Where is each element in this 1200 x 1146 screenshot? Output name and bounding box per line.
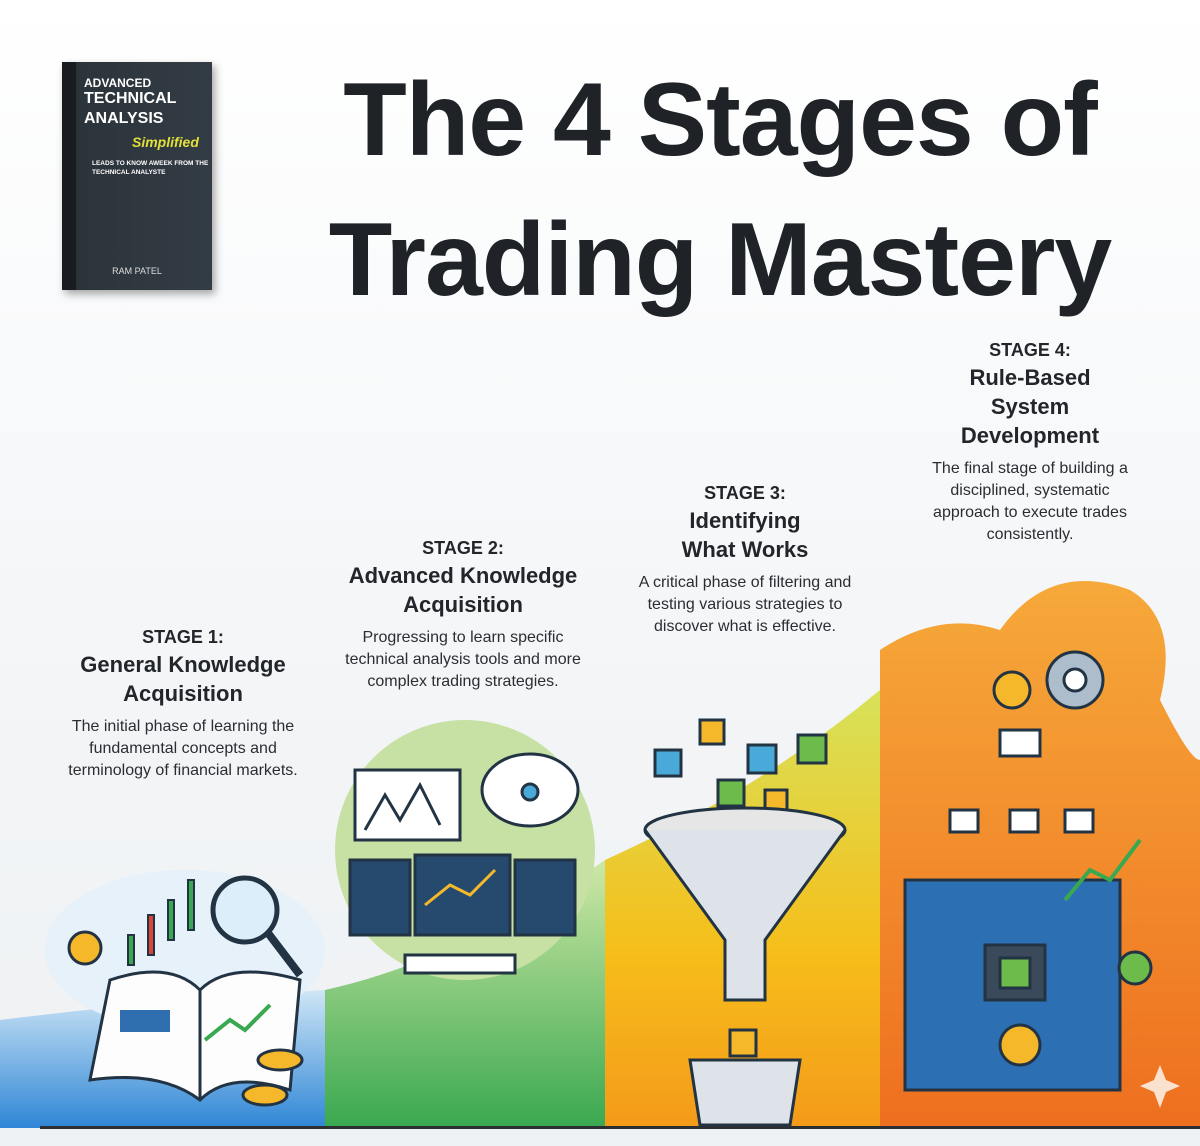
computer-monitors-illustration <box>348 752 580 975</box>
stage-3: STAGE 3: Identifying What Works A critic… <box>610 480 880 638</box>
baseline-divider <box>40 1126 1200 1129</box>
book-tagline: LEADS TO KNOW AWEEK FROM THE TECHNICAL A… <box>92 160 209 176</box>
system-gears-blueprint-illustration <box>903 650 1153 1092</box>
title-line2: Trading Mastery <box>328 202 1113 318</box>
stage-4: STAGE 4: Rule-Based System Development T… <box>895 337 1165 546</box>
page-title: The 4 Stages of Trading Mastery <box>270 50 1170 330</box>
stage-label: STAGE 3: <box>704 483 786 503</box>
stage-description: The final stage of building a discipline… <box>932 460 1128 543</box>
book-spine <box>62 62 76 290</box>
stage-name: Rule-Based System Development <box>960 365 1100 448</box>
book-title-line2: TECHNICAL <box>84 90 177 107</box>
stage-name: Identifying What Works <box>681 508 809 562</box>
book-chart-illustration <box>67 875 304 1107</box>
stage-description: A critical phase of filtering and testin… <box>638 574 852 635</box>
book-title-line1: ADVANCED <box>84 76 152 90</box>
stage-description: Progressing to learn specific technical … <box>345 629 581 690</box>
book-title-line3: ANALYSIS <box>84 110 164 127</box>
book-cover: ADVANCED TECHNICAL ANALYSIS Simplified L… <box>62 62 212 290</box>
funnel-illustration <box>643 718 847 1127</box>
book-subtitle: Simplified <box>132 134 199 150</box>
stage-1: STAGE 1: General Knowledge Acquisition T… <box>38 624 328 782</box>
stage-description: The initial phase of learning the fundam… <box>68 718 298 779</box>
sparkle-icon <box>1140 1065 1180 1108</box>
stage-name: Advanced Knowledge Acquisition <box>348 563 578 617</box>
stage-name: General Knowledge Acquisition <box>80 652 286 706</box>
stage-2: STAGE 2: Advanced Knowledge Acquisition … <box>318 535 608 693</box>
book-author: RAM PATEL <box>112 266 162 276</box>
stage-label: STAGE 4: <box>989 340 1071 360</box>
title-line1: The 4 Stages of <box>343 62 1098 178</box>
stage-label: STAGE 2: <box>422 538 504 558</box>
stage-label: STAGE 1: <box>142 627 224 647</box>
